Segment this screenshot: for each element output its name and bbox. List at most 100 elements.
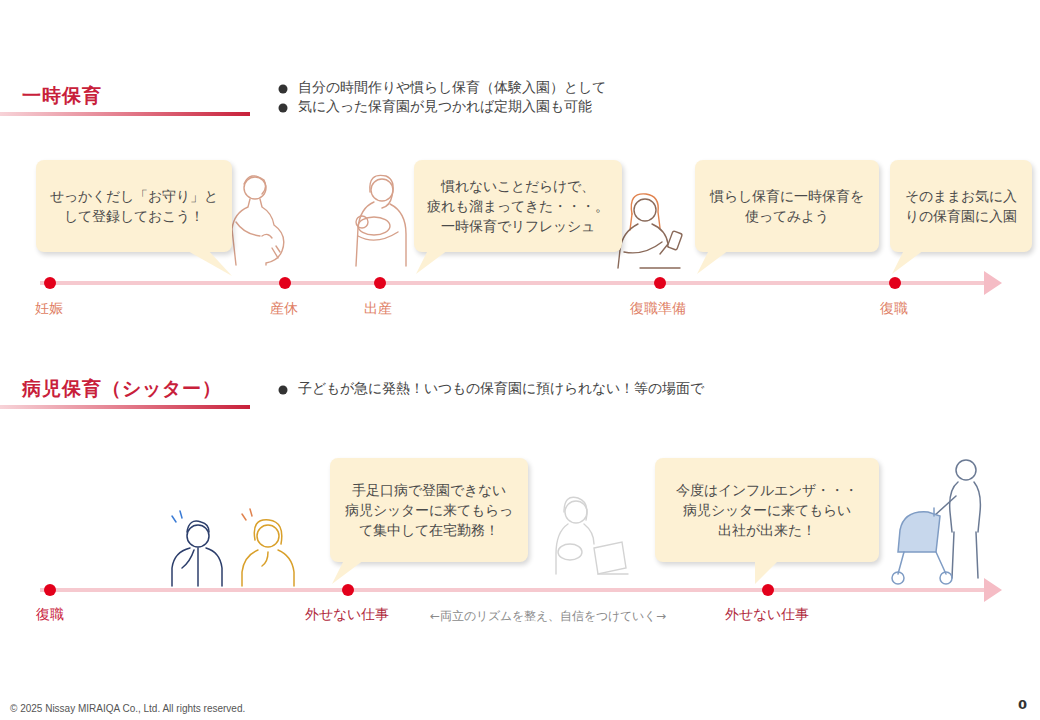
worried-woman-illustration bbox=[242, 509, 252, 520]
heading-underline bbox=[0, 405, 250, 409]
bubble-tail bbox=[186, 250, 232, 276]
timeline-dot bbox=[44, 584, 56, 596]
mother-baby-illustration bbox=[358, 217, 390, 235]
bubble-tail bbox=[416, 250, 448, 274]
timeline-label: 妊娠 bbox=[35, 300, 63, 318]
heading-underline bbox=[0, 112, 250, 409]
timeline-dot bbox=[374, 277, 386, 289]
stroller-illustration bbox=[898, 512, 940, 552]
bubble-text: 慣らし保育に一時保育を 使ってみよう bbox=[704, 186, 870, 226]
timeline-label: 出産 bbox=[364, 300, 392, 318]
bullet-dot bbox=[279, 85, 288, 94]
bubble-text: 慣れないことだらけで、 疲れも溜まってきた・・・。 一時保育でリフレッシュ bbox=[423, 176, 613, 236]
timeline-label: ←両立のリズムを整え、自信をつけていく→ bbox=[430, 608, 666, 625]
mother-laptop-illustration bbox=[556, 497, 628, 574]
woman-phone-illustration bbox=[667, 231, 682, 250]
pregnant-woman-illustration bbox=[272, 246, 280, 258]
stroller-illustration bbox=[956, 460, 976, 480]
pregnant-woman-illustration bbox=[244, 177, 266, 199]
worried-man-illustration bbox=[182, 550, 194, 568]
timeline-axis bbox=[40, 281, 988, 285]
worried-man-illustration bbox=[197, 548, 199, 586]
timeline-label: 産休 bbox=[270, 300, 298, 318]
mother-baby-illustration bbox=[358, 232, 398, 240]
pregnant-woman-illustration bbox=[262, 234, 272, 238]
mother-laptop-illustration bbox=[598, 573, 628, 574]
bubble-text: 手足口病で登園できない 病児シッターに来てもらっ て集中して在宅勤務！ bbox=[339, 480, 519, 540]
bubble-tail bbox=[697, 250, 729, 274]
timeline-dot bbox=[654, 277, 666, 289]
worried-woman-illustration bbox=[242, 550, 294, 586]
mother-baby-illustration bbox=[371, 179, 393, 201]
worried-man-illustration bbox=[187, 521, 209, 532]
worried-woman-illustration bbox=[254, 520, 282, 544]
woman-phone-illustration bbox=[631, 194, 660, 228]
copyright: © 2025 Nissay MIRAIQA Co., Ltd. All righ… bbox=[10, 703, 245, 714]
stroller-illustration bbox=[933, 508, 935, 516]
bubble-tail bbox=[332, 560, 364, 584]
woman-phone-illustration bbox=[640, 267, 680, 268]
speech-bubble: 慣らし保育に一時保育を 使ってみよう bbox=[695, 160, 879, 252]
timeline-label: 復職準備 bbox=[630, 300, 686, 318]
bullet-dot bbox=[279, 104, 288, 113]
worried-man-illustration bbox=[172, 511, 222, 586]
timeline-label: 復職 bbox=[880, 300, 908, 318]
woman-phone-illustration bbox=[634, 199, 656, 221]
timeline-label: 復職 bbox=[36, 606, 64, 624]
woman-phone-illustration bbox=[652, 224, 668, 254]
timeline-dot bbox=[342, 584, 354, 596]
stroller-illustration bbox=[950, 482, 981, 532]
speech-bubble: そのままお気に入 りの保育園に入園 bbox=[890, 160, 1032, 252]
mother-baby-illustration bbox=[356, 216, 368, 228]
speech-bubble: 手足口病で登園できない 病児シッターに来てもらっ て集中して在宅勤務！ bbox=[330, 458, 528, 562]
timeline-axis bbox=[984, 271, 1002, 295]
worried-man-illustration bbox=[172, 511, 182, 522]
timeline-axis bbox=[40, 588, 988, 592]
mother-baby-illustration bbox=[356, 175, 406, 266]
section-heading: 病児保育（シッター） bbox=[22, 376, 222, 402]
bubble-tail bbox=[755, 560, 779, 584]
stroller-illustration bbox=[940, 572, 952, 584]
pregnant-woman-illustration bbox=[236, 222, 260, 236]
stroller-illustration bbox=[934, 496, 956, 516]
timeline-dot bbox=[44, 277, 901, 596]
mother-baby-illustration bbox=[370, 175, 393, 208]
bullet-text: 子どもが急に発熱！いつもの保育園に預けられない！等の場面で bbox=[298, 380, 704, 398]
timeline-axis bbox=[984, 578, 1002, 602]
stroller-illustration bbox=[892, 460, 980, 584]
bubble-tail bbox=[892, 250, 924, 274]
worried-man-illustration bbox=[172, 548, 222, 586]
worried-man-illustration bbox=[187, 525, 209, 547]
woman-phone-illustration bbox=[618, 194, 682, 268]
pregnant-woman-illustration bbox=[232, 176, 284, 265]
timeline-dot bbox=[44, 277, 56, 289]
mother-laptop-illustration bbox=[556, 524, 594, 574]
bullet-text: 自分の時間作りや慣らし保育（体験入園）として bbox=[298, 79, 606, 97]
pregnant-woman-illustration bbox=[260, 199, 284, 265]
bubble-text: そのままお気に入 りの保育園に入園 bbox=[899, 186, 1023, 226]
speech-bubble: 今度はインフルエンザ・・・ 病児シッターに来てもらい 出社が出来た！ bbox=[655, 458, 879, 562]
bubble-text: 今度はインフルエンザ・・・ 病児シッターに来てもらい 出社が出来た！ bbox=[664, 480, 870, 540]
timeline-label: 外せない仕事 bbox=[725, 606, 809, 624]
mother-laptop-illustration bbox=[594, 542, 626, 574]
timeline-axis bbox=[40, 271, 1002, 602]
woman-phone-illustration bbox=[624, 242, 662, 253]
timeline-dot bbox=[889, 277, 901, 289]
section-heading: 一時保育 bbox=[22, 83, 102, 109]
stroller-illustration bbox=[952, 532, 978, 578]
stroller-illustration bbox=[892, 572, 904, 584]
worried-woman-illustration bbox=[257, 525, 279, 547]
speech-bubble: 慣れないことだらけで、 疲れも溜まってきた・・・。 一時保育でリフレッシュ bbox=[414, 160, 622, 252]
heading-underline bbox=[0, 112, 250, 116]
stroller-illustration bbox=[898, 552, 946, 574]
bullet-text: 気に入った保育園が見つかれば定期入園も可能 bbox=[298, 98, 592, 116]
page-number: 0 bbox=[1018, 697, 1027, 712]
timeline-label: 外せない仕事 bbox=[305, 606, 389, 624]
timeline-dot bbox=[279, 277, 291, 289]
mother-laptop-illustration bbox=[565, 501, 587, 523]
mother-laptop-illustration bbox=[564, 497, 587, 520]
mother-laptop-illustration bbox=[558, 544, 582, 560]
worried-woman-illustration bbox=[262, 552, 268, 566]
pregnant-woman-illustration bbox=[244, 176, 266, 194]
